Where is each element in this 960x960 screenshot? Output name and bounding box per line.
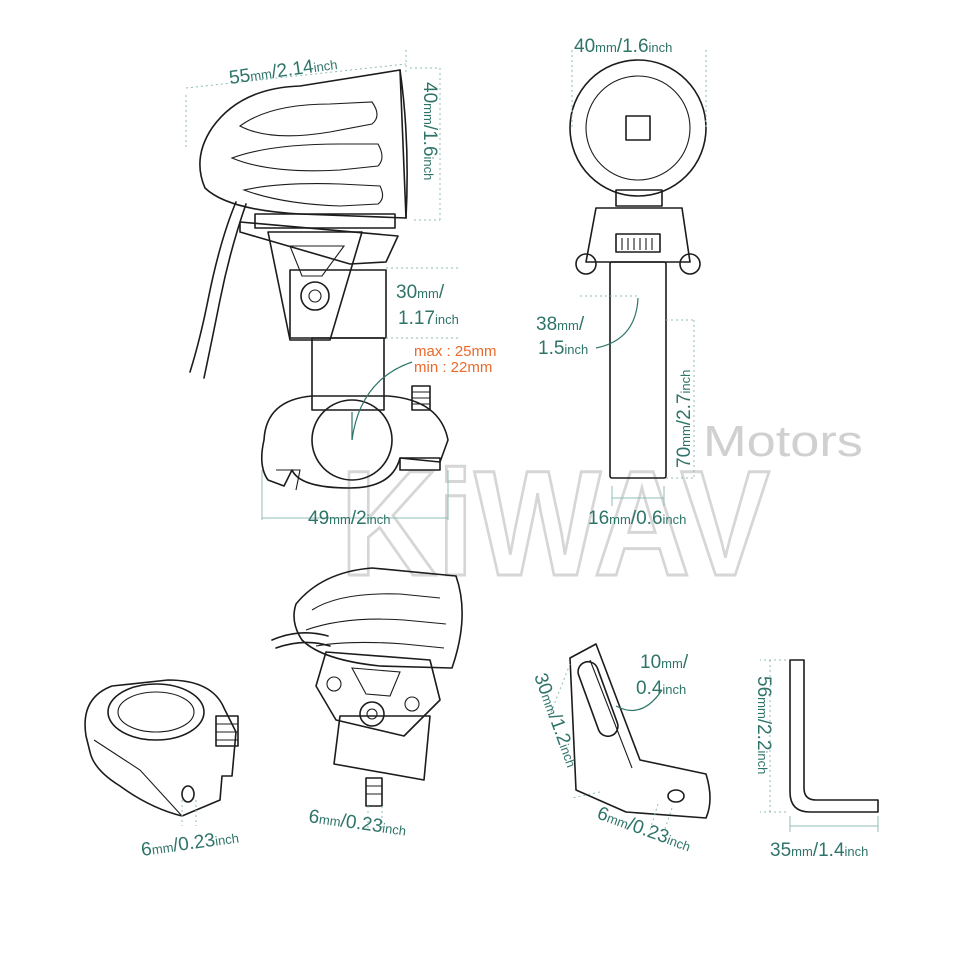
clamp-part-bolt-label: 6mm/0.23inch [140, 826, 240, 860]
side-view-guides [185, 50, 460, 520]
assembly-drawing [271, 567, 463, 807]
clamp-part-drawing [84, 679, 239, 817]
side-mount-mm-label: 30mm/ [396, 282, 445, 303]
front-view-drawing [569, 59, 707, 479]
side-mount-in-label: 1.17inch [398, 308, 459, 329]
bracket-slot-in-label: 0.4inch [636, 678, 686, 699]
angled-bracket-guides [547, 663, 673, 833]
assembly-guides [367, 806, 383, 828]
clamp-min-label: min : 22mm [414, 359, 492, 376]
l-bracket-drawing [789, 659, 879, 813]
angled-bracket-drawing [569, 643, 711, 819]
side-view-drawing [189, 69, 449, 491]
front-bracket-width-label: 16mm/0.6inch [588, 508, 686, 529]
watermark: KiWAV Motors [339, 417, 864, 609]
bracket-length-label: 30mm/1.2inch [529, 671, 582, 771]
bracket-slot-mm-label: 10mm/ [640, 652, 689, 673]
front-bracket-height-label: 70mm/2.7inch [674, 370, 695, 468]
watermark-brand: KiWAV [340, 439, 770, 607]
assembly-bolt-label: 6mm/0.23inch [307, 806, 407, 840]
front-angle-in-label: 1.5inch [538, 338, 588, 359]
l-bracket-guides [760, 659, 879, 832]
l-bracket-height-label: 56mm/2.2inch [753, 676, 774, 774]
front-angle-mm-label: 38mm/ [536, 314, 585, 335]
side-height-label: 40mm/1.6inch [419, 82, 440, 180]
clamp-max-label: max : 25mm [414, 343, 497, 360]
l-bracket-width-label: 35mm/1.4inch [770, 840, 868, 861]
front-diameter-label: 40mm/1.6inch [574, 36, 672, 57]
clamp-part-guides [181, 800, 197, 826]
front-view-guides [571, 50, 707, 506]
bracket-bolt-label: 6mm/0.23inch [594, 803, 694, 856]
watermark-motors: Motors [703, 417, 863, 466]
clamp-width-label: 49mm/2inch [308, 508, 391, 529]
side-length-label: 55mm/2.14inch [228, 53, 339, 89]
